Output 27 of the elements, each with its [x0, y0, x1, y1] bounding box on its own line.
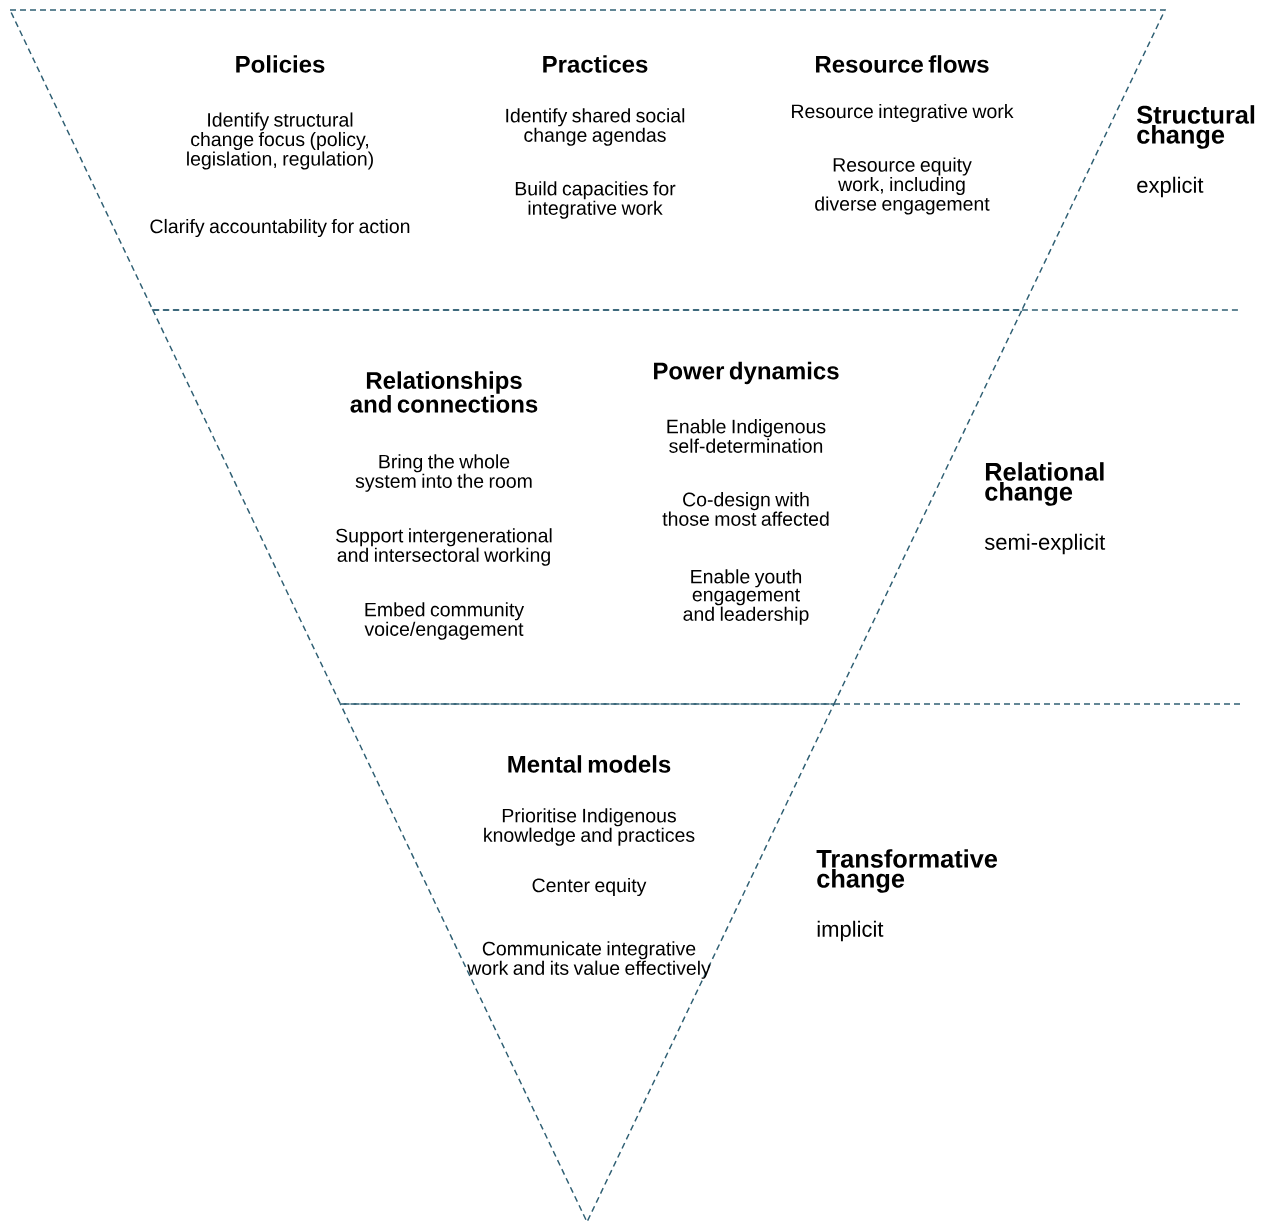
body-text: Co-design with those most affected: [662, 492, 829, 526]
level-heading: Transformative change: [816, 849, 997, 893]
column-heading: Mental models: [508, 755, 671, 773]
body-text: Identify structural change focus (policy, legislation, regulation): [187, 112, 373, 170]
column-heading: Policies: [236, 55, 325, 73]
level-subtitle: explicit: [1137, 176, 1204, 198]
body-text: Resource equity work, including diverse engagement: [815, 157, 990, 215]
body-text: Bring the whole system into the room: [355, 454, 532, 492]
body-text: Embed community voice/engagement: [364, 602, 525, 640]
column-heading: Power dynamics: [654, 361, 839, 385]
body-text: Resource integrative work: [792, 103, 1014, 123]
body-text: Center equity: [532, 877, 647, 897]
level-heading: Relational change: [985, 462, 1104, 506]
body-text: Support intergenerational and intersectoral working: [336, 528, 552, 566]
body-text: Prioritise Indigenous knowledge and practices: [484, 808, 695, 846]
body-text: Enable Indigenous self-determination: [667, 419, 826, 453]
column-heading: Relationships and connections: [350, 371, 538, 413]
column-heading: Resource flows: [816, 55, 989, 73]
body-text: Enable youth engagement and leadership: [683, 569, 809, 625]
body-text: Clarify accountability for action: [150, 218, 410, 238]
body-text: Build capacities for integrative work: [515, 181, 676, 219]
level-heading: Structural change: [1137, 105, 1255, 149]
body-text: Identify shared social change agendas: [506, 108, 685, 146]
level-subtitle: semi-explicit: [984, 533, 1106, 555]
level-subtitle: implicit: [817, 920, 884, 942]
column-heading: Practices: [543, 55, 648, 73]
body-text: Communicate integrative work and its value effectively: [467, 941, 711, 979]
